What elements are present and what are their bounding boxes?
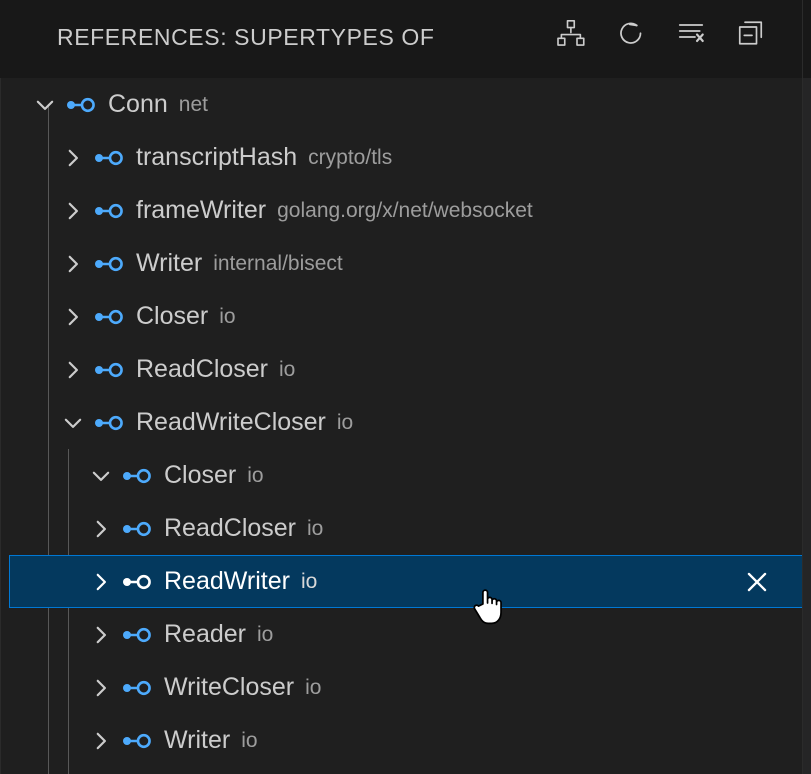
interface-symbol-icon bbox=[121, 675, 155, 701]
chevron-down-icon[interactable] bbox=[31, 91, 59, 119]
tree-row[interactable]: WriteCloser io bbox=[1, 661, 802, 714]
tree-row-description: net bbox=[178, 93, 208, 116]
tree-row-label: ReadCloser bbox=[136, 355, 269, 383]
tree-row[interactable]: Writer io bbox=[1, 714, 802, 767]
clear-all-icon[interactable] bbox=[672, 14, 710, 52]
type-hierarchy-icon[interactable] bbox=[552, 14, 590, 52]
collapse-all-icon[interactable] bbox=[732, 14, 770, 52]
interface-symbol-icon bbox=[121, 569, 155, 595]
tree-row-description: golang.org/x/net/websocket bbox=[277, 199, 533, 222]
interface-symbol-icon bbox=[65, 92, 99, 118]
tree-row-description: io bbox=[257, 623, 274, 646]
refresh-icon[interactable] bbox=[612, 14, 650, 52]
tree-row-label: Closer bbox=[136, 302, 209, 330]
interface-symbol-icon bbox=[121, 622, 155, 648]
page-title: REFERENCES: SUPERTYPES OF bbox=[57, 24, 435, 50]
tree-row-label: ReadWriteCloser bbox=[136, 408, 326, 436]
tree-row[interactable]: ReadCloser io bbox=[1, 502, 802, 555]
tree-row-label: Conn bbox=[108, 90, 168, 118]
interface-symbol-icon bbox=[121, 516, 155, 542]
tree-row-label: transcriptHash bbox=[136, 143, 298, 171]
chevron-right-icon[interactable] bbox=[59, 144, 87, 172]
tree-row-label: frameWriter bbox=[136, 196, 267, 224]
tree-row[interactable]: transcriptHash crypto/tls bbox=[1, 131, 802, 184]
tree-row-label: ReadCloser bbox=[164, 514, 297, 542]
interface-symbol-icon bbox=[93, 357, 127, 383]
tree-row-description: io bbox=[247, 464, 264, 487]
tree-row-description: internal/bisect bbox=[213, 252, 343, 275]
chevron-down-icon[interactable] bbox=[59, 409, 87, 437]
chevron-right-icon[interactable] bbox=[87, 621, 115, 649]
panel-resize-sash[interactable] bbox=[802, 0, 811, 774]
tree-row-label: Reader bbox=[164, 620, 246, 648]
tree-row-description: io bbox=[279, 358, 296, 381]
interface-symbol-icon bbox=[93, 251, 127, 277]
tree-row-label: Writer bbox=[164, 726, 231, 754]
tree-row-label: ReadWriter bbox=[164, 567, 290, 595]
chevron-right-icon[interactable] bbox=[59, 250, 87, 278]
tree-row-description: io bbox=[307, 517, 324, 540]
tree-row-label: Writer bbox=[136, 249, 203, 277]
interface-symbol-icon bbox=[93, 198, 127, 224]
chevron-right-icon[interactable] bbox=[59, 303, 87, 331]
tree-row-description: io bbox=[241, 729, 258, 752]
tree-row-selected[interactable]: ReadWriter io bbox=[9, 555, 802, 608]
interface-symbol-icon bbox=[121, 463, 155, 489]
tree-row[interactable]: frameWriter golang.org/x/net/websocket bbox=[1, 184, 802, 237]
chevron-right-icon[interactable] bbox=[87, 727, 115, 755]
interface-symbol-icon bbox=[121, 728, 155, 754]
tree-row-description: io bbox=[336, 411, 354, 434]
tree-row-description: crypto/tls bbox=[308, 146, 393, 169]
interface-symbol-icon bbox=[93, 410, 127, 436]
tree-row-description: io bbox=[305, 676, 322, 699]
tree-row[interactable]: Closer io bbox=[1, 449, 802, 502]
interface-symbol-icon bbox=[93, 304, 127, 330]
chevron-right-icon[interactable] bbox=[59, 197, 87, 225]
tree-row-description: io bbox=[219, 305, 236, 328]
tree-row[interactable]: ReadCloser io bbox=[1, 343, 802, 396]
tree-row[interactable]: Closer io bbox=[1, 290, 802, 343]
tree-row-description: io bbox=[300, 570, 318, 593]
tree-row[interactable]: Writer internal/bisect bbox=[1, 237, 802, 290]
chevron-right-icon[interactable] bbox=[87, 515, 115, 543]
tree-row-label: WriteCloser bbox=[164, 673, 295, 701]
tree-row-label: Closer bbox=[164, 461, 237, 489]
panel-header: REFERENCES: SUPERTYPES OF bbox=[0, 0, 802, 78]
tree-row[interactable]: ReadWriteCloser io bbox=[1, 396, 802, 449]
interface-symbol-icon bbox=[93, 145, 127, 171]
chevron-down-icon[interactable] bbox=[87, 462, 115, 490]
close-icon[interactable] bbox=[740, 565, 774, 599]
chevron-right-icon[interactable] bbox=[87, 568, 115, 596]
tree-row[interactable]: Reader io bbox=[1, 608, 802, 661]
chevron-right-icon[interactable] bbox=[59, 356, 87, 384]
header-actions bbox=[552, 14, 770, 52]
chevron-right-icon[interactable] bbox=[87, 674, 115, 702]
